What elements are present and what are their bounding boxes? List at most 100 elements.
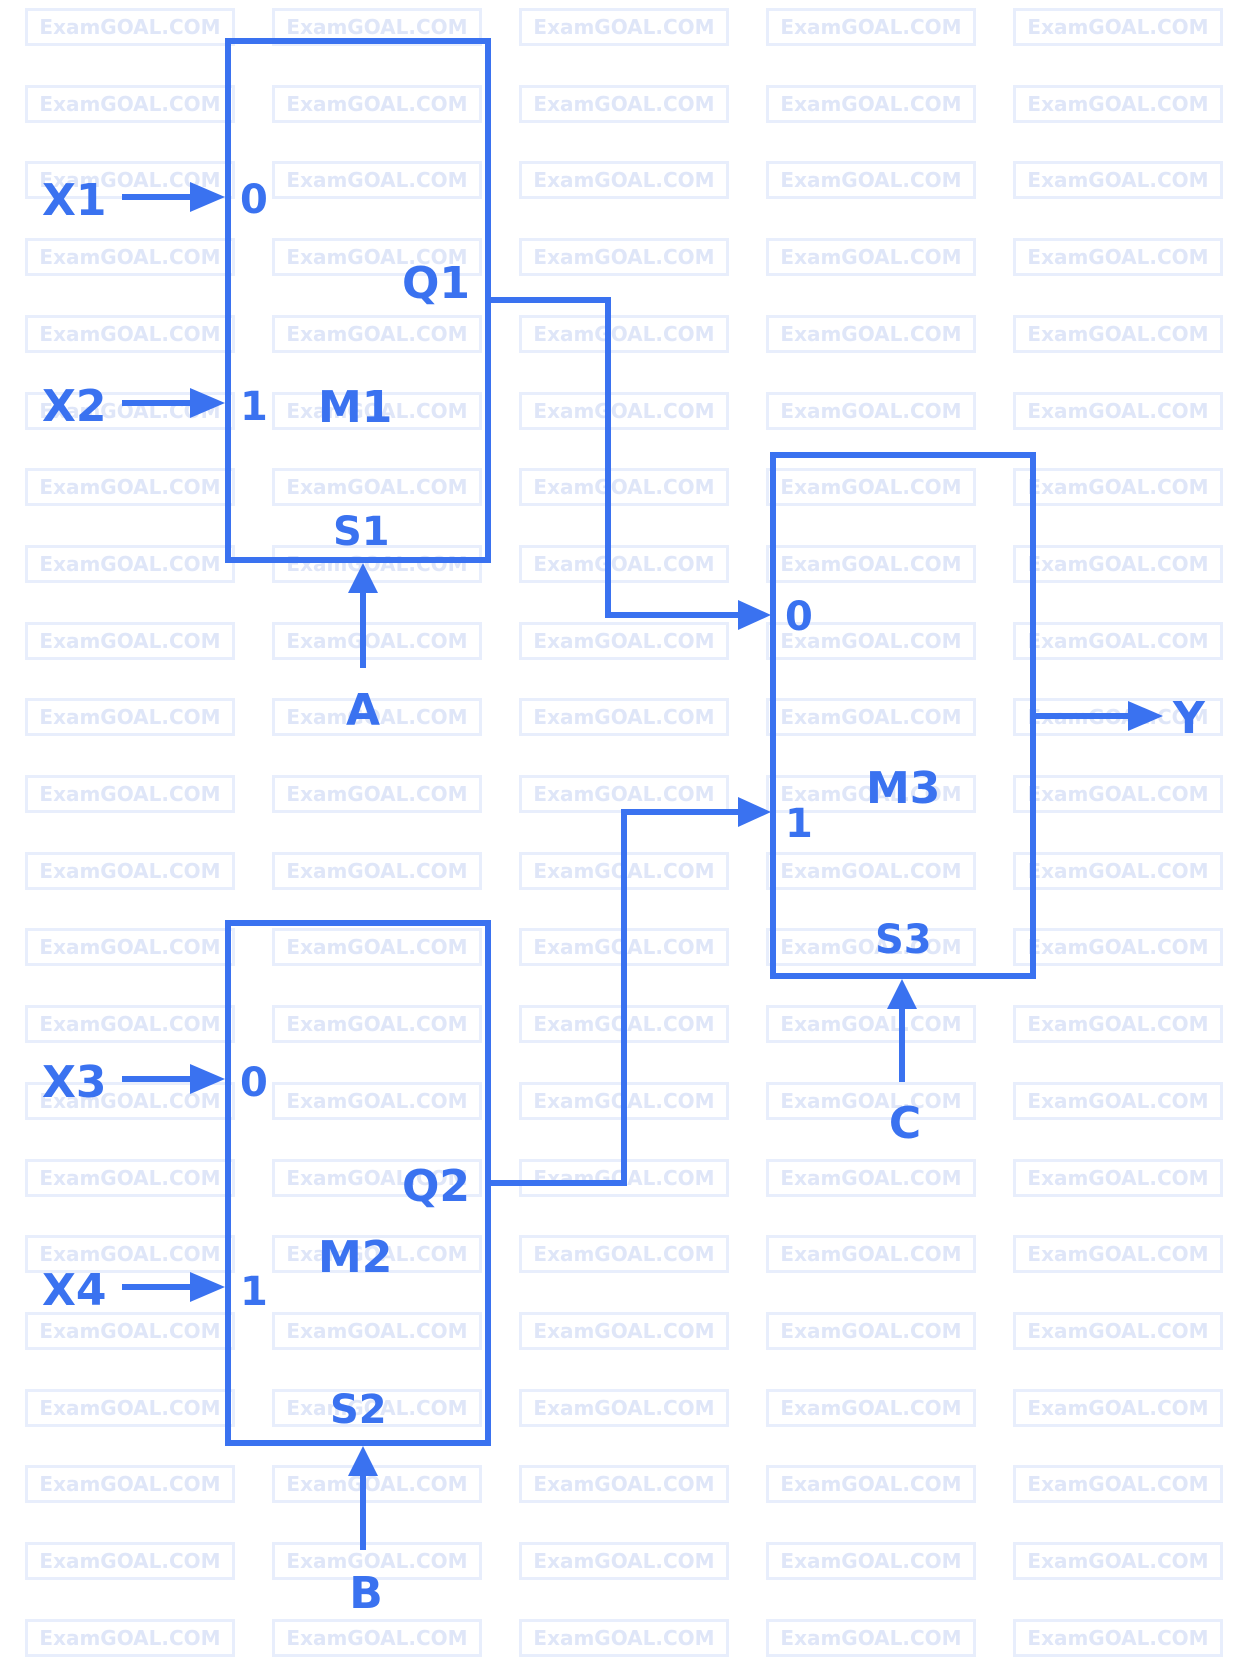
- arrowhead-b: [348, 1446, 378, 1476]
- label-b: B: [349, 1568, 383, 1619]
- watermark-tile: ExamGOAL.COM: [519, 391, 729, 430]
- watermark-tile: ExamGOAL.COM: [766, 1388, 976, 1427]
- label-a: A: [346, 685, 380, 736]
- watermark-tile: ExamGOAL.COM: [272, 1542, 482, 1580]
- label-y: Y: [1172, 693, 1206, 744]
- arrowhead-x2: [190, 388, 225, 418]
- arrowhead-a: [348, 563, 378, 593]
- wire-q1: [491, 297, 740, 618]
- m1-pin-0: 0: [240, 177, 268, 223]
- watermark-tile: ExamGOAL.COM: [272, 161, 482, 200]
- watermark-tile: ExamGOAL.COM: [766, 1005, 976, 1044]
- watermark-tile: ExamGOAL.COM: [519, 314, 729, 353]
- watermark-tile: ExamGOAL.COM: [25, 851, 235, 890]
- watermark-tile: ExamGOAL.COM: [766, 238, 976, 277]
- m2-output-q2: Q2: [402, 1161, 470, 1212]
- watermark-tile: ExamGOAL.COM: [272, 851, 482, 890]
- watermark-tile: ExamGOAL.COM: [272, 1081, 482, 1120]
- arrowhead-x1: [190, 182, 225, 212]
- watermark-tile: ExamGOAL.COM: [1013, 8, 1223, 46]
- label-x3: X3: [42, 1057, 107, 1108]
- watermark-tile: ExamGOAL.COM: [25, 8, 235, 46]
- arrowhead-q1: [738, 600, 771, 630]
- watermark-tile: ExamGOAL.COM: [766, 851, 976, 890]
- mux-m1-box: [225, 38, 491, 563]
- arrowhead-q2: [738, 797, 771, 827]
- watermark-tile: ExamGOAL.COM: [1013, 544, 1223, 583]
- watermark-tile: ExamGOAL.COM: [1013, 775, 1223, 813]
- watermark-tile: ExamGOAL.COM: [1013, 161, 1223, 200]
- watermark-tile: ExamGOAL.COM: [272, 928, 482, 967]
- watermark-tile: ExamGOAL.COM: [519, 8, 729, 46]
- m2-pin-0: 0: [240, 1060, 268, 1106]
- watermark-tile: ExamGOAL.COM: [25, 928, 235, 967]
- m1-pin-1: 1: [240, 384, 268, 430]
- watermark-tile: ExamGOAL.COM: [1013, 238, 1223, 277]
- watermark-tile: ExamGOAL.COM: [272, 314, 482, 353]
- watermark-tile: ExamGOAL.COM: [1013, 1388, 1223, 1427]
- m1-output-q1: Q1: [402, 258, 470, 309]
- label-x2: X2: [42, 381, 107, 432]
- watermark-tile: ExamGOAL.COM: [519, 468, 729, 507]
- m3-select-s3: S3: [875, 917, 932, 963]
- arrowhead-x4: [190, 1272, 225, 1302]
- watermark-tile: ExamGOAL.COM: [1013, 1005, 1223, 1044]
- arrowhead-c: [887, 979, 917, 1009]
- watermark-tile: ExamGOAL.COM: [1013, 468, 1223, 507]
- watermark-tile: ExamGOAL.COM: [519, 621, 729, 660]
- watermark-tile: ExamGOAL.COM: [25, 698, 235, 737]
- watermark-tile: ExamGOAL.COM: [766, 1081, 976, 1120]
- watermark-tile: ExamGOAL.COM: [766, 161, 976, 200]
- watermark-tile: ExamGOAL.COM: [766, 1158, 976, 1197]
- watermark-tile: ExamGOAL.COM: [1013, 314, 1223, 353]
- watermark-tile: ExamGOAL.COM: [272, 698, 482, 737]
- m2-select-s2: S2: [330, 1387, 387, 1433]
- watermark-tile: ExamGOAL.COM: [519, 161, 729, 200]
- watermark-tile: ExamGOAL.COM: [766, 544, 976, 583]
- watermark-tile: ExamGOAL.COM: [519, 698, 729, 737]
- watermark-tile: ExamGOAL.COM: [25, 1465, 235, 1504]
- watermark-tile: ExamGOAL.COM: [25, 1005, 235, 1044]
- m1-name: M1: [318, 382, 392, 433]
- watermark-tile: ExamGOAL.COM: [272, 84, 482, 123]
- watermark-tile: ExamGOAL.COM: [1013, 851, 1223, 890]
- watermark-tile: ExamGOAL.COM: [766, 621, 976, 660]
- arrowhead-y: [1128, 701, 1163, 731]
- mux-m3-box: [770, 452, 1036, 979]
- watermark-tile: ExamGOAL.COM: [272, 1158, 482, 1197]
- m2-pin-1: 1: [240, 1269, 268, 1315]
- watermark-tile: ExamGOAL.COM: [766, 1311, 976, 1350]
- watermark-tile: ExamGOAL.COM: [1013, 928, 1223, 967]
- watermark-tile: ExamGOAL.COM: [1013, 391, 1223, 430]
- watermark-tile: ExamGOAL.COM: [766, 1542, 976, 1580]
- m1-select-s1: S1: [333, 509, 390, 555]
- watermark-tile: ExamGOAL.COM: [25, 1158, 235, 1197]
- watermark-tile: ExamGOAL.COM: [272, 621, 482, 660]
- watermark-tile: ExamGOAL.COM: [272, 8, 482, 46]
- watermark-tile: ExamGOAL.COM: [519, 1311, 729, 1350]
- watermark-tile: ExamGOAL.COM: [519, 238, 729, 277]
- watermark-tile: ExamGOAL.COM: [272, 1005, 482, 1044]
- watermark-tile: ExamGOAL.COM: [1013, 621, 1223, 660]
- watermark-tile: ExamGOAL.COM: [766, 468, 976, 507]
- watermark-tile: ExamGOAL.COM: [25, 238, 235, 277]
- watermark-tile: ExamGOAL.COM: [519, 84, 729, 123]
- watermark-tile: ExamGOAL.COM: [766, 1235, 976, 1274]
- watermark-tile: ExamGOAL.COM: [766, 84, 976, 123]
- watermark-tile: ExamGOAL.COM: [272, 391, 482, 430]
- label-x4: X4: [42, 1265, 107, 1316]
- watermark-tile: ExamGOAL.COM: [1013, 84, 1223, 123]
- watermark-tile: ExamGOAL.COM: [25, 1388, 235, 1427]
- watermark-tile: ExamGOAL.COM: [1013, 1158, 1223, 1197]
- watermark-tile: ExamGOAL.COM: [1013, 1235, 1223, 1274]
- m3-pin-1: 1: [785, 801, 813, 847]
- m2-name: M2: [318, 1232, 392, 1283]
- watermark-tile: ExamGOAL.COM: [766, 1465, 976, 1504]
- watermark-tile: ExamGOAL.COM: [519, 1388, 729, 1427]
- watermark-tile: ExamGOAL.COM: [519, 1542, 729, 1580]
- watermark-tile: ExamGOAL.COM: [25, 621, 235, 660]
- watermark-tile: ExamGOAL.COM: [519, 544, 729, 583]
- watermark-tile: ExamGOAL.COM: [272, 238, 482, 277]
- watermark-tile: ExamGOAL.COM: [25, 544, 235, 583]
